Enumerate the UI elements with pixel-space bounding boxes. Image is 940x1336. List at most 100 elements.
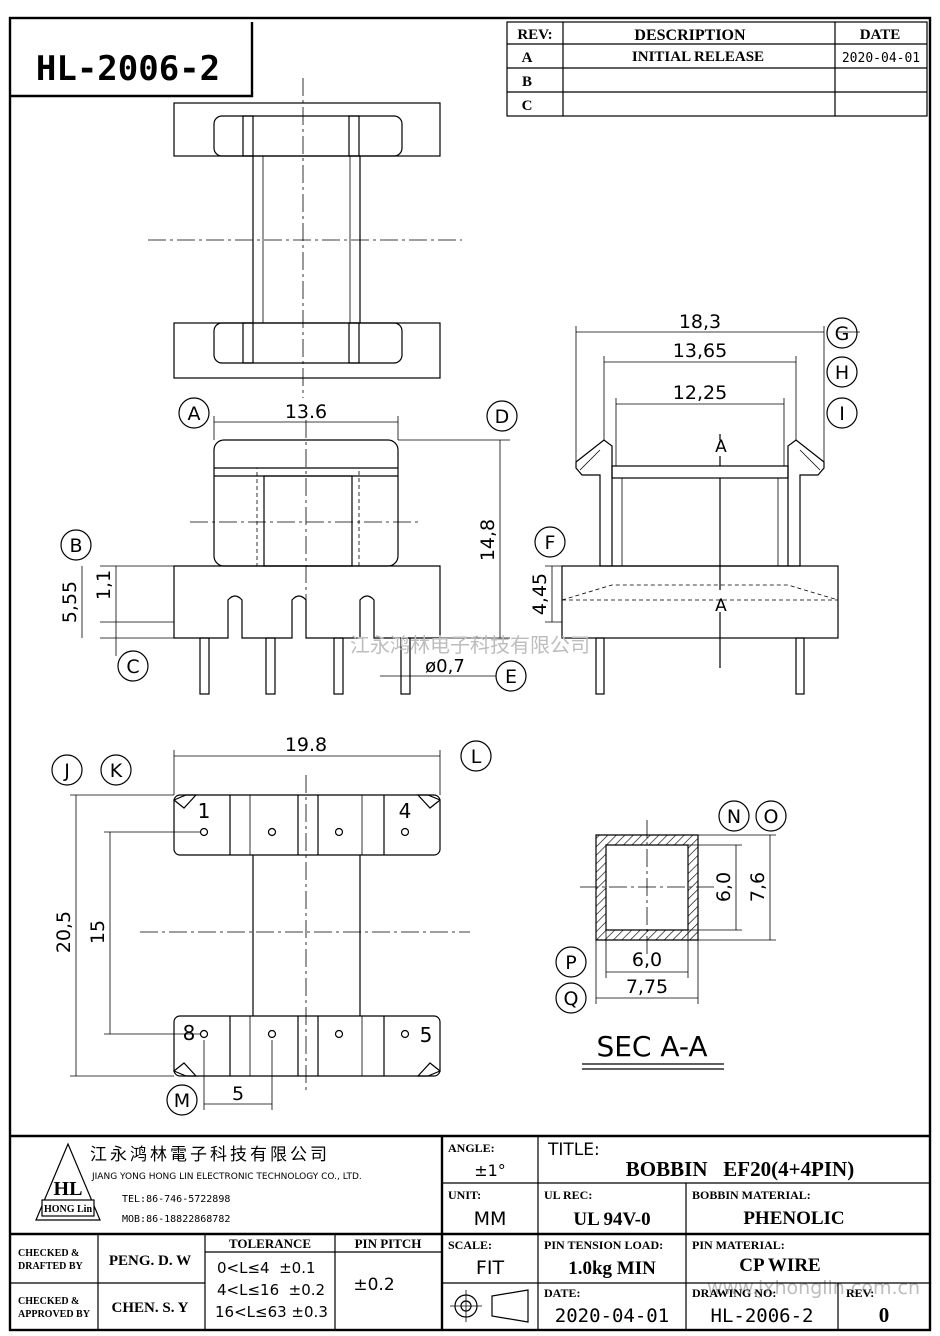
bottom-view: 1 4 8 5: [140, 775, 470, 1090]
rev-label: REV:: [846, 1286, 874, 1300]
date-value: 2020-04-01: [555, 1305, 669, 1327]
drawing-no-value: HL-2006-2: [711, 1305, 814, 1327]
pin-number-5: 5: [420, 1023, 433, 1047]
rev-header: REV:: [517, 27, 552, 43]
section-mark-lower: A: [715, 596, 727, 616]
bottom-dimensions: 19.8 20,5 15 5: [53, 734, 441, 1110]
watermark-company: 江永鸿林电子科技有限公司: [350, 633, 590, 657]
rev-row-c: C: [522, 98, 533, 114]
dim-m-value: 5: [232, 1083, 244, 1105]
callout-g: G: [826, 317, 858, 349]
pin-material-value: CP WIRE: [739, 1255, 820, 1276]
part-number-box: HL-2006-2: [10, 22, 254, 98]
callout-f: F: [534, 526, 566, 558]
checked-drafted-value: PENG. D. W: [109, 1253, 191, 1269]
svg-text:M: M: [174, 1090, 190, 1112]
pin-number-8: 8: [183, 1021, 196, 1045]
unit-value: MM: [474, 1208, 507, 1230]
svg-text:B: B: [69, 535, 82, 557]
dim-l-value: 19.8: [285, 734, 327, 756]
pin-number-1: 1: [198, 799, 211, 823]
svg-text:F: F: [545, 532, 556, 554]
svg-text:L: L: [471, 746, 482, 768]
checked-approved-value: CHEN. S. Y: [112, 1300, 189, 1316]
svg-text:E: E: [505, 666, 517, 688]
dim-g-value: 18,3: [679, 311, 721, 333]
callout-h: H: [826, 356, 858, 388]
section-a-a: 6,0 7,6 6,0 7,75 SEC A-A: [580, 820, 776, 1070]
company-logo: HL HONG Lin: [35, 1142, 101, 1221]
svg-text:O: O: [764, 806, 779, 828]
dim-d-value: 14,8: [477, 519, 499, 561]
svg-text:D: D: [495, 406, 510, 428]
dim-h-value: 13,65: [673, 340, 727, 362]
callout-l: L: [460, 740, 492, 772]
rev-row-a: A: [522, 50, 533, 66]
pin-tension-label: PIN TENSION LOAD:: [544, 1238, 663, 1252]
callout-n: N: [718, 800, 750, 832]
svg-text:H: H: [835, 362, 849, 384]
rev-row-a-desc: INITIAL RELEASE: [632, 49, 764, 65]
callout-circles: A B C D E F G H I J K L M N O P Q: [51, 317, 858, 1116]
callout-p: P: [555, 946, 587, 978]
checked-drafted-label-2: DRAFTED BY: [18, 1261, 84, 1272]
callout-a: A: [178, 397, 210, 429]
callout-m: M: [166, 1084, 198, 1116]
dim-n-value: 6,0: [713, 872, 735, 902]
front-dimensions: 13.6 14,8 5,55 1,1 ø0,7: [59, 401, 510, 677]
pin-material-label: PIN MATERIAL:: [692, 1238, 785, 1252]
svg-text:I: I: [839, 403, 845, 425]
scale-label: SCALE:: [448, 1238, 492, 1252]
dim-c-value: 5,55: [59, 581, 81, 623]
logo-subtext: HONG Lin: [44, 1204, 93, 1215]
callout-j: J: [51, 754, 83, 786]
dim-k-value: 15: [87, 920, 109, 944]
angle-label: ANGLE:: [448, 1141, 495, 1155]
date-label: DATE:: [544, 1286, 580, 1300]
svg-text:A: A: [188, 403, 201, 425]
dim-o-value: 7,6: [747, 872, 769, 902]
checked-approved-label-2: APPROVED BY: [18, 1309, 91, 1320]
callout-b: B: [60, 529, 92, 561]
section-mark-upper: A: [715, 437, 727, 457]
callout-d: D: [486, 400, 518, 432]
ul-rec-label: UL REC:: [544, 1188, 592, 1202]
dim-j-value: 20,5: [53, 911, 75, 953]
svg-text:C: C: [126, 656, 139, 678]
company-tel: TEL:86-746-5722898: [122, 1194, 230, 1205]
front-view: [173, 420, 441, 695]
dim-q-value: 7,75: [626, 976, 668, 998]
dim-b-value: 1,1: [93, 570, 115, 600]
unit-label: UNIT:: [448, 1188, 481, 1202]
date-header: DATE: [860, 27, 901, 43]
svg-text:G: G: [835, 323, 850, 345]
callout-o: O: [755, 800, 787, 832]
pin-pitch-value: ±0.2: [353, 1275, 394, 1295]
part-number: HL-2006-2: [36, 49, 220, 89]
dim-e-value: ø0,7: [425, 656, 465, 677]
dim-i-value: 12,25: [673, 382, 727, 404]
projection-symbol-icon: [450, 1289, 529, 1323]
title-label: TITLE:: [547, 1140, 600, 1160]
callout-c: C: [117, 650, 149, 682]
revision-table: REV: DESCRIPTION DATE A INITIAL RELEASE …: [506, 21, 928, 117]
checked-approved-label-1: CHECKED &: [18, 1296, 79, 1307]
section-label: SEC A-A: [596, 1030, 707, 1063]
bobbin-material-label: BOBBIN MATERIAL:: [692, 1188, 811, 1202]
description-header: DESCRIPTION: [634, 27, 746, 44]
tolerance-row-1: 0<L≤4 ±0.1: [217, 1259, 316, 1277]
side-view: A A: [561, 434, 839, 695]
company-name-en: JIANG YONG HONG LIN ELECTRONIC TECHNOLOG…: [91, 1172, 362, 1182]
title-block: HL HONG Lin 江永鸿林電子科技有限公司 JIANG YONG HONG…: [10, 1134, 930, 1330]
rev-row-a-date: 2020-04-01: [842, 51, 920, 66]
ul-rec-value: UL 94V-0: [573, 1209, 650, 1230]
sheet-border: [8, 16, 932, 1332]
callout-i: I: [826, 397, 858, 429]
tolerance-row-3: 16<L≤63 ±0.3: [215, 1303, 328, 1321]
dim-a-value: 13.6: [285, 401, 327, 423]
pin-tension-value: 1.0kg MIN: [568, 1258, 656, 1279]
side-dimensions: 18,3 13,65 12,25 4,45: [529, 311, 860, 623]
drawing-no-label: DRAWING NO:: [692, 1286, 776, 1300]
